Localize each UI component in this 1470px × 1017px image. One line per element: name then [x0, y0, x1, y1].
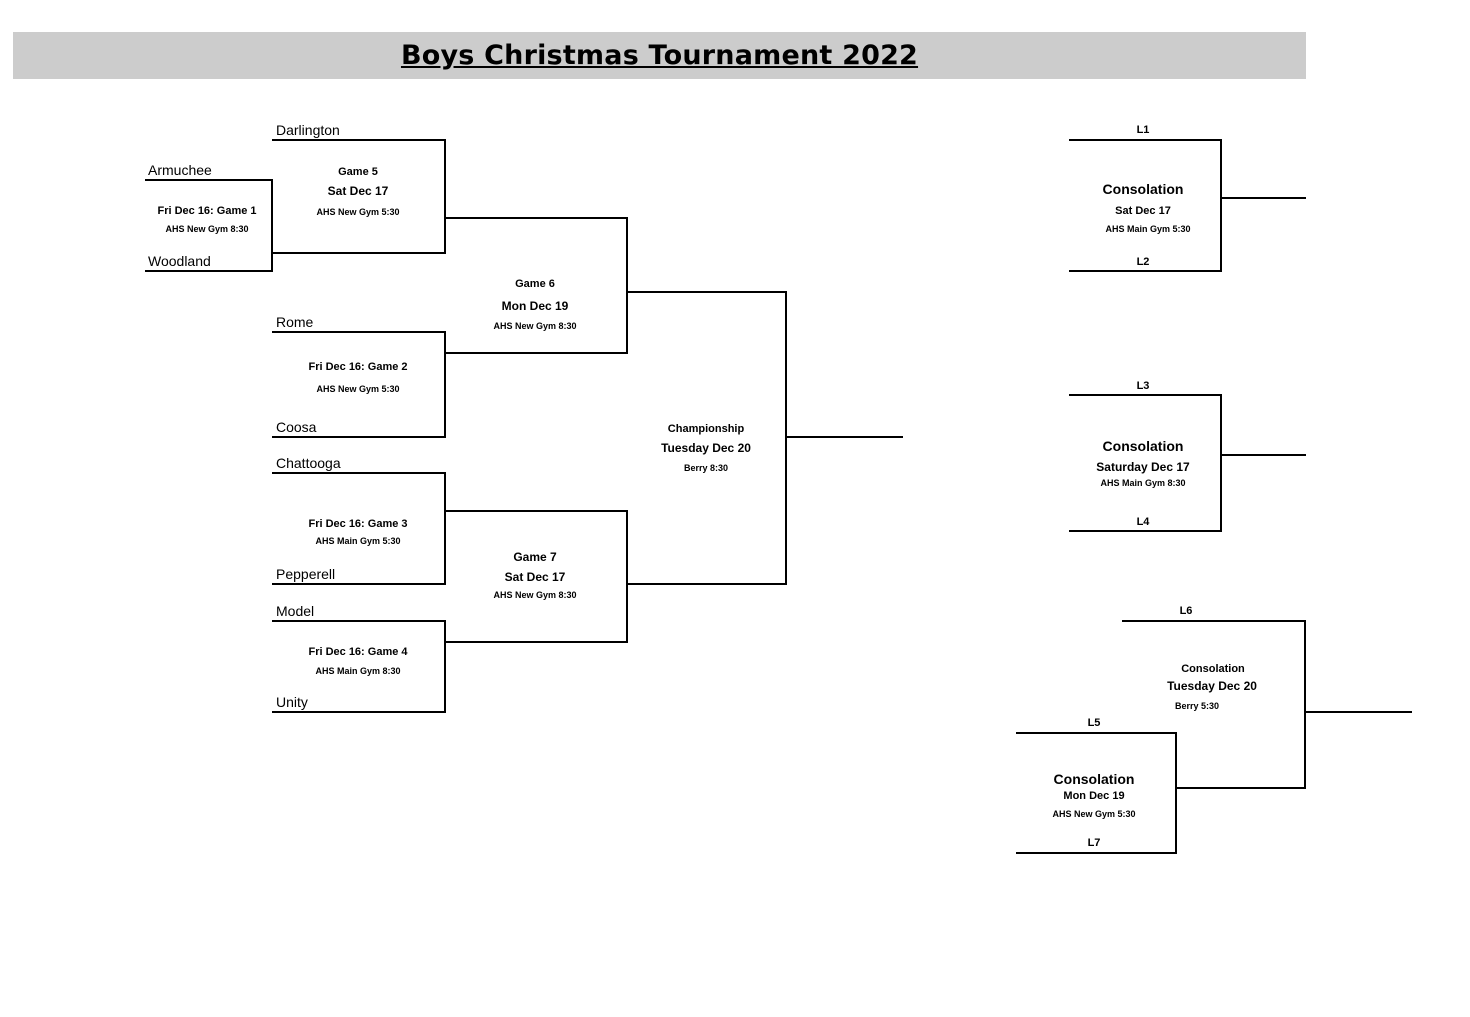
- consolation2-bracket: [1069, 394, 1222, 532]
- game4-venue: AHS Main Gym 8:30: [315, 666, 401, 676]
- consolation4-top-seed: L5: [1087, 717, 1101, 729]
- consolation4-title: Consolation: [1053, 771, 1135, 787]
- consolation2-bottom-seed: L4: [1136, 516, 1150, 528]
- team-coosa: Coosa: [276, 419, 317, 435]
- game6-date: Mon Dec 19: [501, 299, 569, 313]
- team-chattooga: Chattooga: [276, 455, 341, 471]
- consolation3-date: Tuesday Dec 20: [1167, 679, 1257, 693]
- team-model: Model: [276, 603, 315, 619]
- page-title: Boys Christmas Tournament 2022: [400, 40, 919, 71]
- championship-venue: Berry 8:30: [683, 463, 729, 473]
- consolation1-top-seed: L1: [1136, 124, 1150, 136]
- consolation2-venue: AHS Main Gym 8:30: [1100, 478, 1186, 488]
- game1-title: Fri Dec 16: Game 1: [157, 205, 257, 217]
- game6-title: Game 6: [515, 278, 555, 290]
- game6-bracket: [445, 217, 628, 354]
- game1-venue: AHS New Gym 8:30: [165, 224, 249, 234]
- game5-date: Sat Dec 17: [327, 184, 389, 198]
- consolation3-bracket: [1122, 620, 1306, 789]
- game7-date: Sat Dec 17: [504, 570, 566, 584]
- team-armuchee: Armuchee: [148, 162, 212, 178]
- game7-bracket: [445, 510, 628, 643]
- championship-title: Championship: [667, 423, 745, 435]
- game4-title: Fri Dec 16: Game 4: [308, 646, 408, 658]
- game7-title: Game 7: [513, 550, 557, 564]
- consolation1-bracket: [1069, 139, 1222, 272]
- consolation3-top-seed: L6: [1179, 605, 1193, 617]
- title-bar: Boys Christmas Tournament 2022: [13, 32, 1306, 79]
- game2-title: Fri Dec 16: Game 2: [308, 361, 408, 373]
- team-unity: Unity: [276, 694, 308, 710]
- consolation2-title: Consolation: [1102, 438, 1184, 454]
- game3-title: Fri Dec 16: Game 3: [308, 518, 408, 530]
- consolation4-venue: AHS New Gym 5:30: [1052, 809, 1136, 819]
- consolation4-bracket: [1016, 732, 1177, 854]
- consolation2-date: Saturday Dec 17: [1096, 460, 1190, 474]
- team-darlington: Darlington: [276, 122, 340, 138]
- game1-bracket: [145, 179, 273, 272]
- consolation4-bottom-seed: L7: [1087, 837, 1101, 849]
- team-rome: Rome: [276, 314, 314, 330]
- game2-bracket: [272, 331, 446, 438]
- championship-date: Tuesday Dec 20: [661, 441, 751, 455]
- consolation1-title: Consolation: [1102, 181, 1184, 197]
- game4-bracket: [272, 620, 446, 713]
- game3-bracket: [272, 472, 446, 585]
- consolation1-date: Sat Dec 17: [1115, 205, 1171, 217]
- game5-venue: AHS New Gym 5:30: [316, 207, 400, 217]
- championship-bracket: [627, 291, 787, 585]
- game6-venue: AHS New Gym 8:30: [493, 321, 577, 331]
- game5-bracket: [272, 139, 446, 254]
- consolation1-venue: AHS Main Gym 5:30: [1105, 224, 1191, 234]
- game2-venue: AHS New Gym 5:30: [316, 384, 400, 394]
- game3-venue: AHS Main Gym 5:30: [315, 536, 401, 546]
- consolation3-venue: Berry 5:30: [1174, 701, 1220, 711]
- game5-title: Game 5: [338, 166, 378, 178]
- team-woodland: Woodland: [148, 253, 211, 269]
- consolation3-title: Consolation: [1181, 663, 1245, 675]
- consolation4-date: Mon Dec 19: [1063, 790, 1125, 802]
- team-pepperell: Pepperell: [276, 566, 336, 582]
- game7-venue: AHS New Gym 8:30: [493, 590, 577, 600]
- consolation1-bottom-seed: L2: [1136, 256, 1150, 268]
- consolation2-top-seed: L3: [1136, 380, 1150, 392]
